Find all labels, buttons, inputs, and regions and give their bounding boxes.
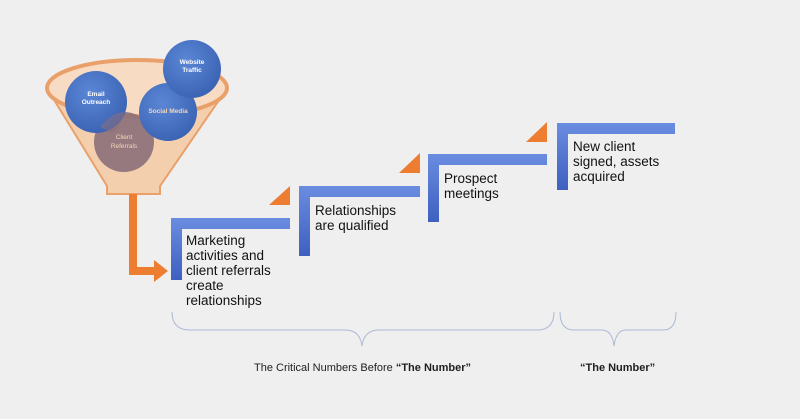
staircase bbox=[171, 122, 675, 280]
caption-before-prefix: The Critical Numbers Before bbox=[254, 362, 396, 374]
step-1-label: Marketing activities and client referral… bbox=[186, 233, 271, 308]
step-2-triangle bbox=[399, 153, 420, 173]
step-2-label: Relationships are qualified bbox=[315, 203, 397, 233]
funnel-arrow-head bbox=[154, 260, 168, 282]
label-website-traffic-text: Website Traffic bbox=[179, 59, 205, 74]
step-2-bracket bbox=[299, 186, 420, 256]
caption-before-bold: “The Number” bbox=[395, 362, 472, 374]
step-1-bracket bbox=[171, 218, 290, 280]
step-4-bracket bbox=[557, 123, 675, 190]
funnel-arrow bbox=[129, 194, 168, 282]
circle-social-media bbox=[139, 83, 197, 141]
label-client-referrals-text: Client Referrals bbox=[110, 134, 138, 150]
step-3-label: Prospect meetings bbox=[444, 171, 499, 201]
step-3-bracket bbox=[428, 154, 547, 222]
step-4-label: New client signed, assets acquired bbox=[573, 139, 660, 184]
braces bbox=[171, 311, 677, 347]
label-social-media-text: Social Media bbox=[148, 108, 188, 115]
caption-the-number: “The Number” bbox=[580, 362, 656, 374]
circle-website-traffic bbox=[163, 40, 221, 98]
funnel-arrow-shaft bbox=[129, 194, 156, 275]
caption-before-the-number: The Critical Numbers Before “The Number” bbox=[254, 362, 471, 374]
overlap-tint bbox=[100, 112, 124, 133]
funnel bbox=[45, 40, 229, 195]
step-1-triangle bbox=[269, 186, 290, 205]
label-email-outreach-text: Email Outreach bbox=[81, 91, 111, 106]
step-3-triangle bbox=[526, 122, 547, 142]
brace-number bbox=[559, 311, 677, 347]
brace-before bbox=[171, 311, 555, 347]
